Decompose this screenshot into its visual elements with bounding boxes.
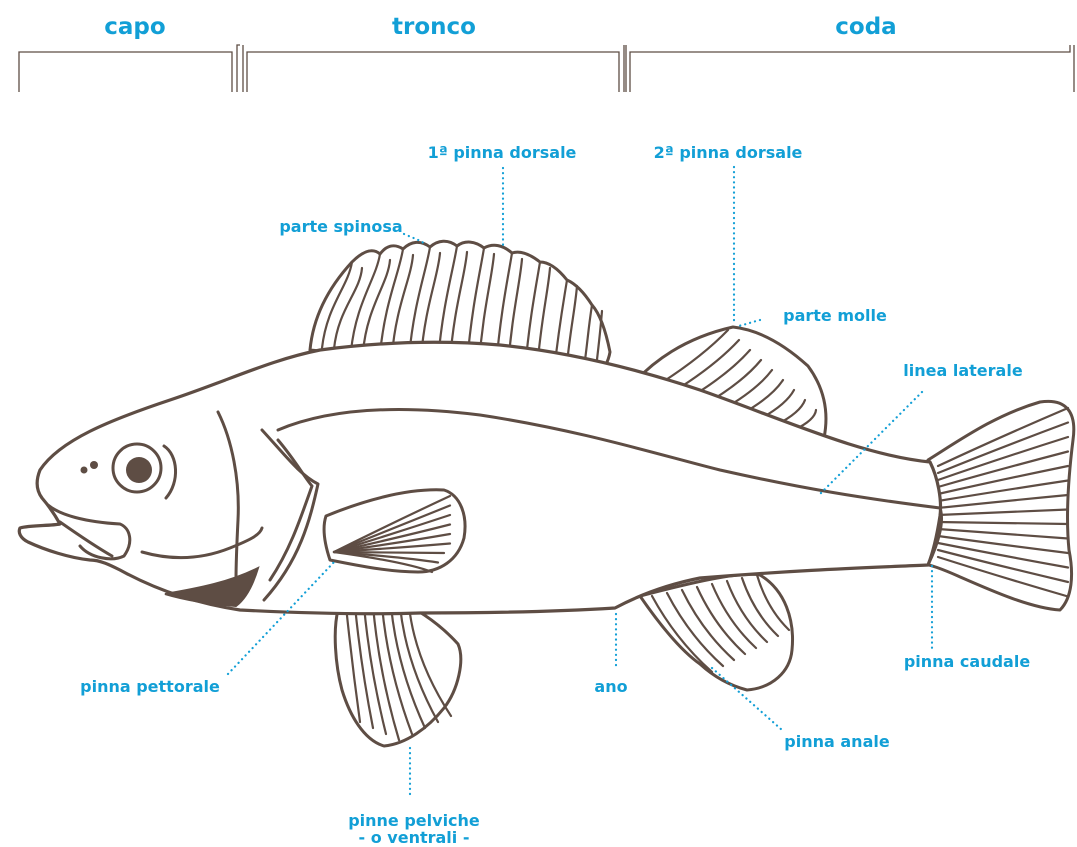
section-headers: capo tronco coda [19,14,1074,92]
label-pectoral-fin: pinna pettorale [80,677,220,696]
trunk-bracket [243,45,624,92]
eye-pupil-icon [126,457,152,483]
pelvic-fin [335,599,461,746]
label-soft-part: parte molle [783,306,887,325]
caudal-fin [928,401,1074,610]
label-spiny-part: parte spinosa [279,217,402,236]
label-first-dorsal-fin: 1ª pinna dorsale [428,143,577,162]
label-lateral-line: linea laterale [903,361,1023,380]
leader-soft [738,320,760,326]
section-head-label: capo [104,14,165,40]
section-trunk-label: tronco [392,14,476,40]
section-tail-label: coda [835,14,896,40]
nostril-icon [90,461,98,469]
tail-bracket [626,45,1074,92]
label-second-dorsal-fin: 2ª pinna dorsale [654,143,803,162]
nostril-icon [81,467,88,474]
label-anus: ano [594,677,627,696]
label-anal-fin: pinna anale [784,732,890,751]
anal-fin [640,574,793,690]
label-pelvic-fins-alt: - o ventrali - [359,828,470,847]
head-bracket [19,45,240,92]
label-caudal-fin: pinna caudale [904,652,1030,671]
